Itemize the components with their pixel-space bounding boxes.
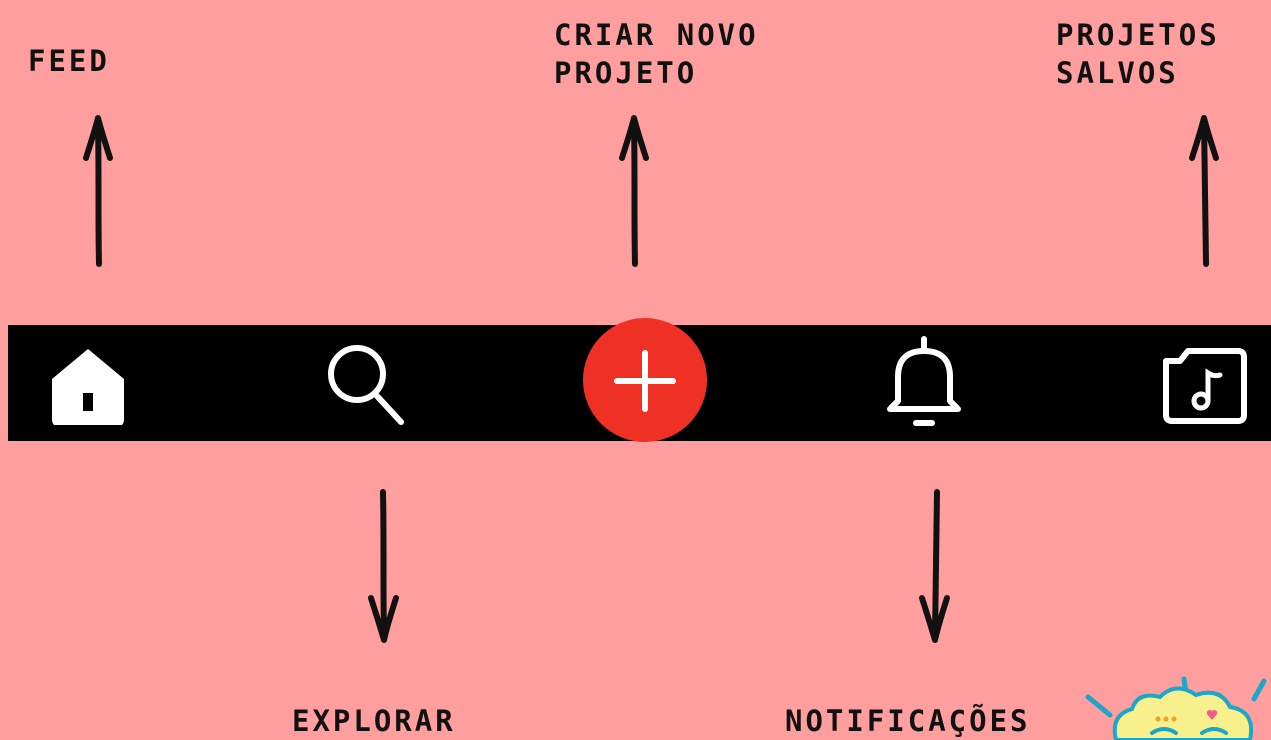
arrow-down-notifications bbox=[919, 489, 950, 643]
plus-icon bbox=[614, 350, 676, 412]
bottom-nav-bar bbox=[8, 318, 1271, 442]
nav-item-create[interactable] bbox=[580, 318, 710, 442]
label-criar-line-1: CRIAR NOVO bbox=[554, 18, 759, 52]
music-folder-icon bbox=[1163, 348, 1247, 424]
label-salvos-line-1: PROJETOS bbox=[1056, 18, 1220, 52]
label-explorar: EXPLORAR bbox=[292, 702, 456, 740]
arrow-up-saved bbox=[1189, 115, 1219, 267]
search-icon bbox=[328, 345, 404, 425]
nav-item-saved-projects[interactable] bbox=[1152, 325, 1252, 441]
label-salvos-line-2: SALVOS bbox=[1056, 56, 1179, 90]
arrow-up-feed bbox=[83, 115, 113, 267]
bell-icon bbox=[887, 336, 961, 426]
label-criar-line-2: PROJETO bbox=[554, 56, 698, 90]
nav-item-notifications[interactable] bbox=[874, 325, 974, 441]
nav-item-search[interactable] bbox=[316, 325, 416, 441]
cloud-mascot-icon bbox=[1085, 676, 1267, 740]
label-notificacoes: NOTIFICAÇÕES bbox=[785, 702, 1031, 740]
label-notificacoes-line-1: NOTIFICAÇÕES bbox=[785, 704, 1031, 738]
arrow-up-create bbox=[619, 115, 649, 267]
arrow-down-explore bbox=[368, 489, 399, 643]
nav-item-home[interactable] bbox=[38, 325, 138, 441]
create-button bbox=[583, 318, 707, 442]
label-criar-novo-projeto: CRIAR NOVO PROJETO bbox=[554, 16, 759, 92]
label-explorar-line-1: EXPLORAR bbox=[292, 704, 456, 738]
label-feed-line-1: FEED bbox=[28, 44, 110, 78]
home-icon bbox=[52, 349, 124, 425]
label-feed: FEED bbox=[28, 42, 110, 80]
label-projetos-salvos: PROJETOS SALVOS bbox=[1056, 16, 1220, 92]
